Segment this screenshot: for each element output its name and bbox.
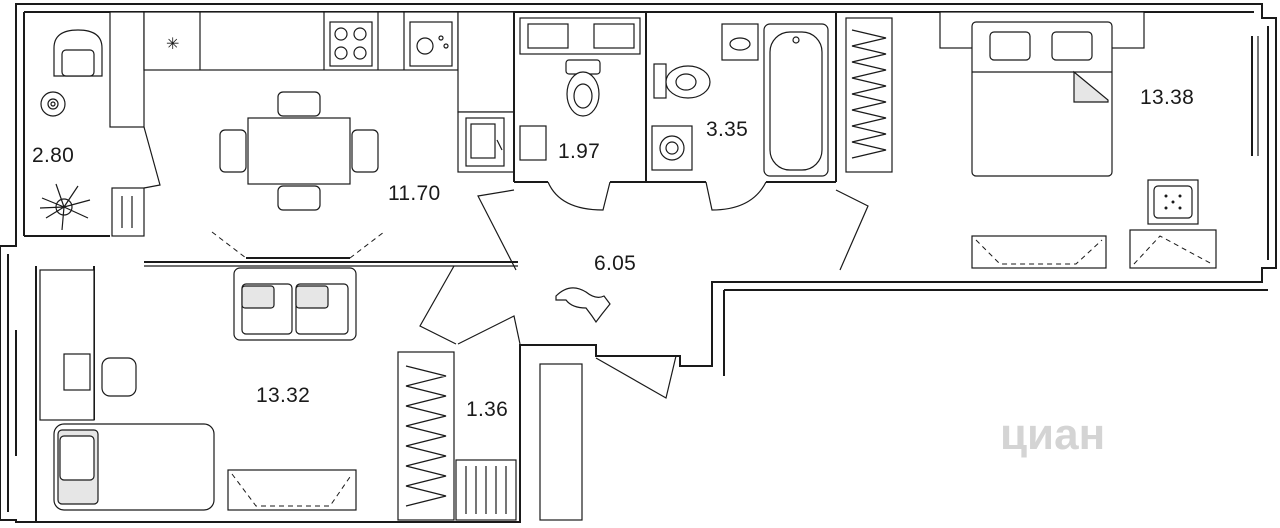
bathtub-icon: [763, 23, 829, 177]
bathroom: [646, 12, 837, 211]
toilet-icon: [565, 59, 601, 117]
bed-icon: [971, 21, 1113, 177]
dining-table: [219, 91, 379, 211]
wc: [513, 12, 647, 211]
area-label-kitchen: 11.70: [388, 182, 441, 205]
washer-icon: [651, 125, 693, 171]
kitchen: ✳: [143, 11, 518, 267]
toilet-bath-icon: [653, 63, 711, 99]
area-label-hall: 6.05: [594, 252, 637, 275]
area-label-wardrobe: 1.36: [466, 398, 509, 421]
desk-icon: [1129, 229, 1217, 269]
area-label-bathroom: 3.35: [706, 118, 749, 141]
closet-top: [845, 17, 893, 173]
dresser-icon: [971, 235, 1107, 269]
plant-icon: [39, 183, 91, 231]
armchair-icon: [53, 29, 103, 77]
bed-living-icon: [53, 423, 215, 511]
sink-icon: [465, 117, 505, 167]
watermark: циан: [1000, 410, 1106, 459]
tv-unit: [211, 231, 385, 259]
side-table-icon: [40, 91, 66, 117]
area-label-bedroom: 13.38: [1140, 86, 1195, 109]
area-label-living-room: 13.32: [256, 384, 311, 407]
cat-icon: [555, 287, 611, 324]
balcony: [39, 11, 161, 237]
nightstand-icon: [1147, 179, 1199, 225]
cooktop-icon: [329, 21, 373, 67]
sofa-icon: [233, 267, 357, 341]
living-room: [15, 266, 357, 522]
tv-stand-icon: [227, 469, 357, 511]
washing-machine-icon: [409, 21, 453, 67]
fridge-icon: ✳: [166, 34, 179, 53]
workdesk-icon: [39, 269, 137, 421]
area-label-wc: 1.97: [558, 140, 601, 163]
area-label-balcony: 2.80: [32, 144, 75, 167]
wardrobe: [397, 345, 583, 522]
bedroom: [939, 11, 1259, 269]
hall: [419, 189, 869, 399]
